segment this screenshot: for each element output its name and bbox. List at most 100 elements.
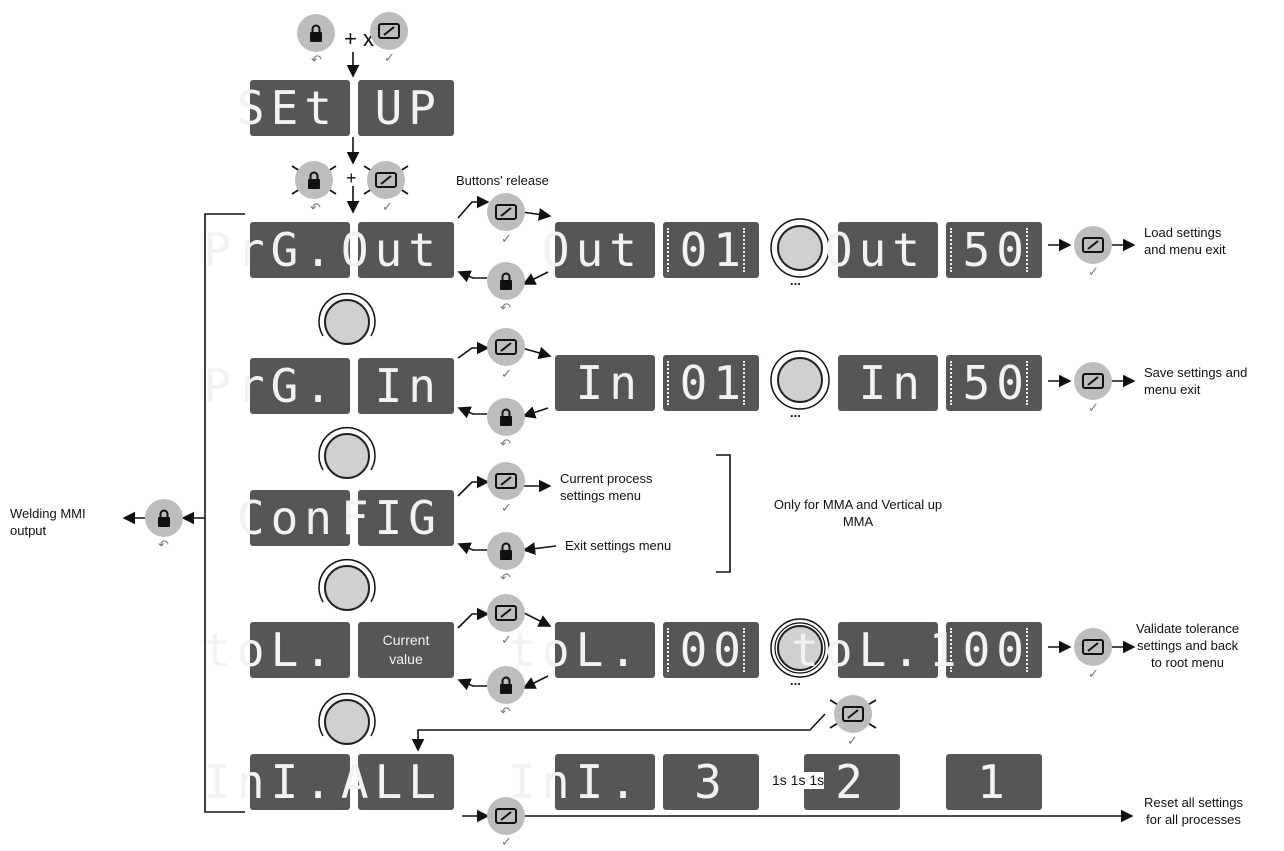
- back-icon: ↶: [311, 52, 322, 67]
- select-button[interactable]: [370, 12, 408, 50]
- display-value-01: 01: [663, 222, 759, 278]
- display-setup-left: SEt: [237, 80, 350, 136]
- display-in: In: [838, 355, 938, 411]
- rotate-arrows-icon: [770, 350, 830, 410]
- rotate-arrows-icon: [770, 618, 830, 678]
- display-prg: PrG.: [203, 222, 350, 278]
- result-reset: Reset all settings for all processes: [1144, 795, 1243, 827]
- display-out: Out: [825, 222, 938, 278]
- display-prg: PrG.: [203, 358, 350, 414]
- display-value-50: 50: [946, 355, 1042, 411]
- ellipsis: ...: [790, 405, 801, 420]
- check-icon: ✓: [1088, 666, 1099, 681]
- select-button[interactable]: [487, 594, 525, 632]
- check-icon: ✓: [501, 834, 512, 849]
- display-value-00: 00: [663, 622, 759, 678]
- rotate-arrows-icon: [318, 426, 376, 471]
- lock-button-released: [295, 161, 333, 199]
- display-value-50: 50: [946, 222, 1042, 278]
- lock-button[interactable]: [297, 14, 335, 52]
- select-button-icon: [1082, 639, 1104, 655]
- timer-label: 1s 1s 1s: [772, 772, 825, 789]
- check-icon: ✓: [501, 500, 512, 515]
- label-exit-settings: Exit settings menu: [565, 538, 672, 553]
- output-label: Welding MMI output: [10, 506, 86, 538]
- select-button-icon: [375, 172, 397, 188]
- display-tol: toL.: [203, 622, 350, 678]
- select-button-released: [367, 161, 405, 199]
- lock-button[interactable]: [487, 398, 525, 436]
- select-button[interactable]: [487, 328, 525, 366]
- plus-sign: +: [346, 168, 357, 188]
- display-countdown-3: 3: [663, 754, 759, 810]
- lock-icon: [158, 509, 170, 527]
- select-button[interactable]: [1074, 226, 1112, 264]
- ellipsis: ...: [790, 273, 801, 288]
- rotate-arrows-icon: [318, 292, 376, 337]
- select-button[interactable]: [1074, 362, 1112, 400]
- check-icon: ✓: [501, 231, 512, 246]
- check-icon: ✓: [501, 366, 512, 381]
- select-button[interactable]: [1074, 628, 1112, 666]
- display-ini: InI.: [508, 754, 655, 810]
- encoder-knob[interactable]: [315, 290, 379, 354]
- lock-icon: [500, 408, 512, 426]
- select-button[interactable]: [487, 193, 525, 231]
- result-validate: Validate tolerance settings and back to …: [1136, 621, 1240, 670]
- lock-button[interactable]: [487, 666, 525, 704]
- select-button-icon: [1082, 373, 1104, 389]
- ellipsis: ...: [790, 673, 801, 688]
- display-current-value: Current value: [358, 622, 454, 678]
- back-icon: ↶: [500, 704, 511, 719]
- note-mma-only: Only for MMA and Vertical up MMA: [773, 497, 943, 529]
- lock-button[interactable]: [487, 262, 525, 300]
- check-icon: ✓: [501, 632, 512, 647]
- back-icon: ↶: [310, 200, 321, 215]
- check-icon: ✓: [1088, 264, 1099, 279]
- select-button-released: [834, 695, 872, 733]
- display-all: ALL: [341, 754, 454, 810]
- display-tol: toL.: [508, 622, 655, 678]
- rotate-arrows-icon: [770, 218, 830, 278]
- display-value-01: 01: [663, 355, 759, 411]
- back-icon: ↶: [500, 436, 511, 451]
- check-icon: ✓: [1088, 400, 1099, 415]
- select-button-icon: [378, 23, 400, 39]
- back-icon: ↶: [500, 570, 511, 585]
- lock-button[interactable]: [487, 532, 525, 570]
- display-fig: FIG: [341, 490, 454, 546]
- select-button-icon: [842, 706, 864, 722]
- select-button-icon: [495, 204, 517, 220]
- rotate-arrows-icon: [318, 558, 376, 603]
- lock-icon: [500, 542, 512, 560]
- lock-icon: [308, 171, 320, 189]
- display-setup-right: UP: [358, 80, 454, 136]
- display-ini: InI.: [203, 754, 350, 810]
- encoder-knob[interactable]: [768, 218, 832, 282]
- select-button-icon: [1082, 237, 1104, 253]
- select-button[interactable]: [487, 797, 525, 835]
- encoder-knob[interactable]: [315, 690, 379, 754]
- select-button-icon: [495, 808, 517, 824]
- select-button[interactable]: [487, 462, 525, 500]
- display-in: In: [555, 355, 655, 411]
- lock-button[interactable]: [145, 499, 183, 537]
- display-countdown-1: 1: [946, 754, 1042, 810]
- display-in: In: [358, 358, 454, 414]
- display-out: Out: [341, 222, 454, 278]
- encoder-knob[interactable]: [768, 350, 832, 414]
- rotate-arrows-icon: [318, 692, 376, 737]
- select-button-icon: [495, 473, 517, 489]
- back-icon: ↶: [158, 537, 169, 552]
- encoder-knob[interactable]: [768, 618, 832, 682]
- release-label: Buttons' release: [456, 173, 549, 188]
- display-tol: toL.: [791, 622, 938, 678]
- select-button-icon: [495, 605, 517, 621]
- lock-icon: [500, 272, 512, 290]
- back-icon: ↶: [500, 300, 511, 315]
- encoder-knob[interactable]: [315, 424, 379, 488]
- check-icon: ✓: [382, 199, 393, 214]
- display-out: Out: [542, 222, 655, 278]
- encoder-knob[interactable]: [315, 556, 379, 620]
